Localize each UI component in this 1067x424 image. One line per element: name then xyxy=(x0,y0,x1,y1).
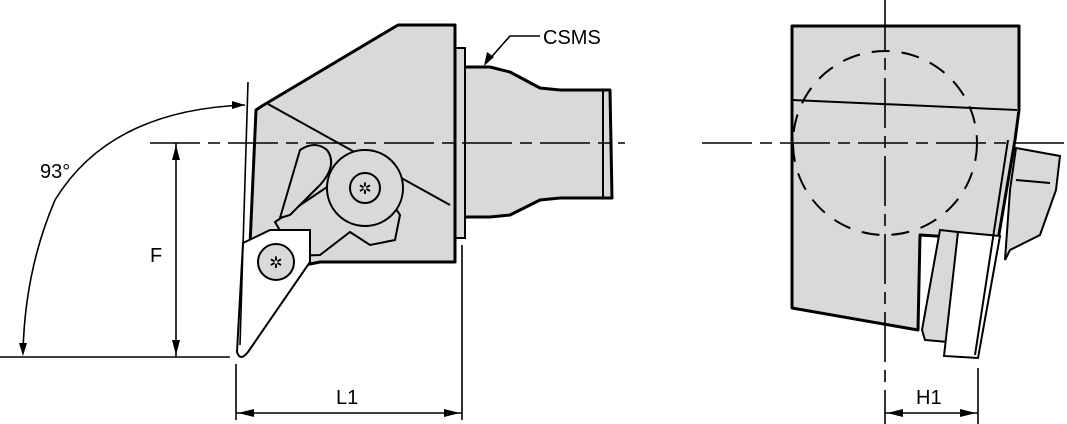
clamp-slot xyxy=(278,144,333,220)
h1-label: H1 xyxy=(916,387,942,409)
clamp-screw-socket xyxy=(349,172,381,204)
arrowhead xyxy=(172,145,180,160)
front-insert-white xyxy=(942,230,1002,360)
angle-arc xyxy=(22,104,246,353)
front-edge-line xyxy=(791,99,1018,111)
csms-label: CSMS xyxy=(543,27,601,49)
side-view: ✲ ✲ 93° F L1 CSMS xyxy=(0,23,625,420)
side-clamp xyxy=(1004,146,1062,261)
arrowhead xyxy=(232,101,245,109)
csms-leader xyxy=(486,35,540,63)
arrowhead xyxy=(172,340,180,355)
angle-reference-line xyxy=(239,81,249,346)
insert-screw xyxy=(257,243,295,281)
csms-shank xyxy=(460,65,614,219)
arrowhead xyxy=(887,409,903,417)
arrowhead xyxy=(444,409,460,417)
insert-edge-line xyxy=(974,139,1009,356)
arrowhead xyxy=(960,409,976,417)
clamp-screw-head xyxy=(326,149,404,227)
f-label: F xyxy=(150,245,162,267)
clamp-detail-line xyxy=(1015,179,1051,184)
arrowhead xyxy=(238,409,254,417)
front-view: H1 xyxy=(702,0,1067,424)
l1-label: L1 xyxy=(336,387,358,409)
insert-torx-icon: ✲ xyxy=(269,255,282,272)
angle-label: 93° xyxy=(40,161,70,183)
arrowhead xyxy=(19,343,27,356)
torx-icon: ✲ xyxy=(358,181,371,198)
arrowhead xyxy=(484,52,494,66)
